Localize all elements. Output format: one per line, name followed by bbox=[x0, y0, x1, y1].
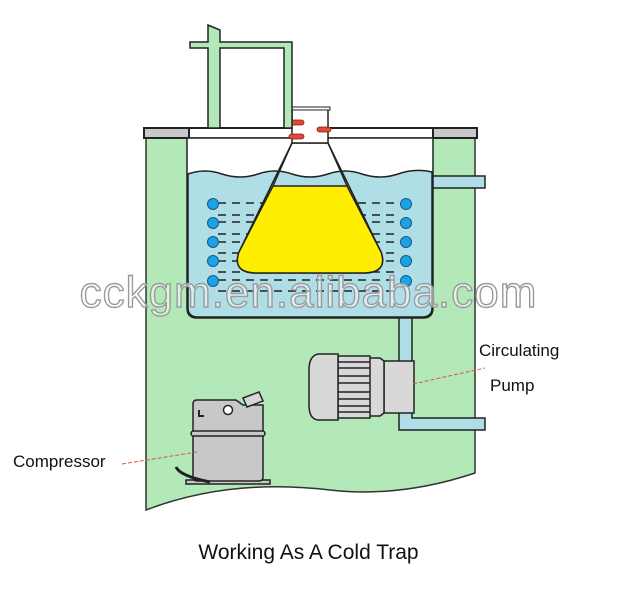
diagram-caption: Working As A Cold Trap bbox=[198, 541, 419, 564]
circulating-pump bbox=[308, 353, 415, 421]
compressor bbox=[174, 391, 271, 485]
coil-ends bbox=[207, 198, 412, 287]
compressor-label: Compressor bbox=[13, 452, 106, 471]
erlenmeyer-flask bbox=[236, 106, 384, 274]
circulating-label: Circulating bbox=[479, 341, 560, 360]
outlet-pipe bbox=[398, 317, 486, 431]
compressor-leader-line bbox=[121, 451, 198, 465]
watermark-text: cckgm.en.alibaba.com bbox=[79, 267, 538, 317]
inlet-pipe bbox=[432, 175, 486, 189]
pump-leader-line bbox=[412, 367, 486, 385]
pump-label: Pump bbox=[490, 376, 535, 395]
vacuum-tube bbox=[189, 23, 293, 129]
